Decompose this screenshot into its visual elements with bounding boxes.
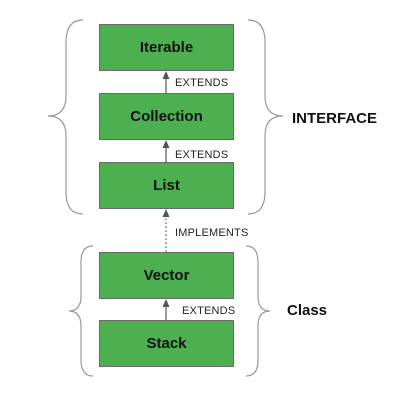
vector-label: Vector: [143, 267, 190, 284]
collection-label: Collection: [130, 108, 203, 125]
class-left-brace: [68, 245, 94, 377]
class-right-brace: [245, 245, 271, 377]
interface-group-label: INTERFACE: [292, 110, 378, 127]
class-group-label: Class: [287, 302, 328, 319]
iterable-box: Iterable: [99, 24, 234, 71]
list-label: List: [153, 177, 180, 194]
implements-label-vector-list: IMPLEMENTS: [175, 227, 249, 239]
interface-right-brace: [247, 19, 284, 215]
vector-box: Vector: [99, 252, 234, 299]
arrowhead-vector-list: [162, 209, 170, 217]
stack-box: Stack: [99, 320, 234, 367]
interface-left-brace: [47, 19, 84, 215]
arrowhead-collection-iterable: [162, 71, 170, 79]
collection-box: Collection: [99, 93, 234, 140]
extends-label-collection-iterable: EXTENDS: [175, 77, 229, 89]
extends-label-stack-vector: EXTENDS: [182, 305, 236, 317]
extends-label-list-collection: EXTENDS: [175, 149, 229, 161]
list-box: List: [99, 162, 234, 209]
stack-label: Stack: [146, 335, 187, 352]
arrowhead-list-collection: [162, 140, 170, 148]
iterable-label: Iterable: [139, 39, 194, 56]
arrowhead-stack-vector: [162, 299, 170, 307]
